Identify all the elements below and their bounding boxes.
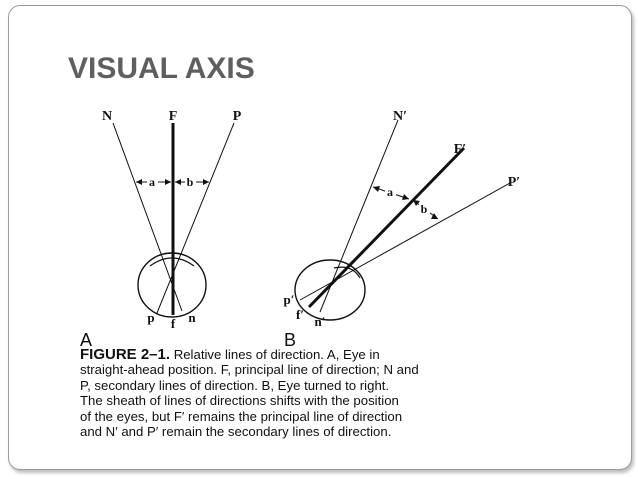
label-p-prime-lower: p′ bbox=[284, 292, 295, 307]
angle-label-b: b bbox=[187, 175, 194, 189]
arrowhead bbox=[402, 194, 409, 200]
label-f: F bbox=[169, 109, 178, 124]
label-n: N bbox=[102, 109, 112, 124]
line-n-b bbox=[319, 119, 399, 313]
label-p: P bbox=[233, 109, 242, 124]
caption-line: The sheath of lines of directions shifts… bbox=[80, 393, 399, 409]
label-f-lower: f bbox=[171, 316, 176, 331]
caption-line: of the eyes, but F′ remains the principa… bbox=[80, 408, 403, 424]
arrowhead bbox=[431, 213, 438, 219]
slide-frame bbox=[8, 5, 632, 470]
panel-a-diagram: a b N F P p f n A bbox=[80, 109, 242, 350]
eye-b-cornea bbox=[333, 266, 361, 279]
arrowhead bbox=[413, 200, 420, 206]
label-p-prime: P′ bbox=[508, 175, 521, 190]
caption-line: straight-ahead position. F, principal li… bbox=[80, 362, 419, 378]
angle-label-a: a bbox=[149, 175, 155, 189]
label-n-prime-lower: n′ bbox=[315, 314, 326, 329]
panel-label-b: B bbox=[284, 330, 296, 350]
slide-title: VISUAL AXIS bbox=[68, 52, 255, 85]
panel-b-diagram: a b N′ F′ P′ p′ f′ n′ B bbox=[284, 109, 521, 350]
caption-line: P, secondary lines of direction. B, Eye … bbox=[80, 377, 390, 393]
eye-b-outline bbox=[294, 259, 366, 321]
arrowhead bbox=[175, 179, 181, 185]
label-f-prime-lower: f′ bbox=[296, 307, 304, 322]
caption-line: Relative lines of direction. A, Eye in bbox=[170, 347, 380, 362]
line-f-b bbox=[307, 146, 466, 309]
label-p-lower: p bbox=[147, 310, 154, 325]
figure-caption: FIGURE 2–1. Relative lines of direction.… bbox=[80, 347, 555, 439]
figure-label: FIGURE 2–1. bbox=[80, 346, 171, 363]
caption-line: and N′ and P′ remain the secondary lines… bbox=[80, 424, 392, 440]
arrowhead bbox=[203, 179, 209, 185]
label-n-prime: N′ bbox=[393, 109, 407, 124]
panel-label-a: A bbox=[80, 330, 92, 350]
angle-label-a: a bbox=[387, 185, 393, 199]
arrowhead bbox=[136, 179, 142, 185]
label-f-prime: F′ bbox=[454, 142, 467, 157]
arrowhead bbox=[165, 179, 171, 185]
arrowhead bbox=[373, 186, 380, 192]
angle-label-b: b bbox=[421, 202, 428, 216]
line-p-a bbox=[156, 122, 235, 314]
label-n-lower: n bbox=[188, 310, 196, 325]
